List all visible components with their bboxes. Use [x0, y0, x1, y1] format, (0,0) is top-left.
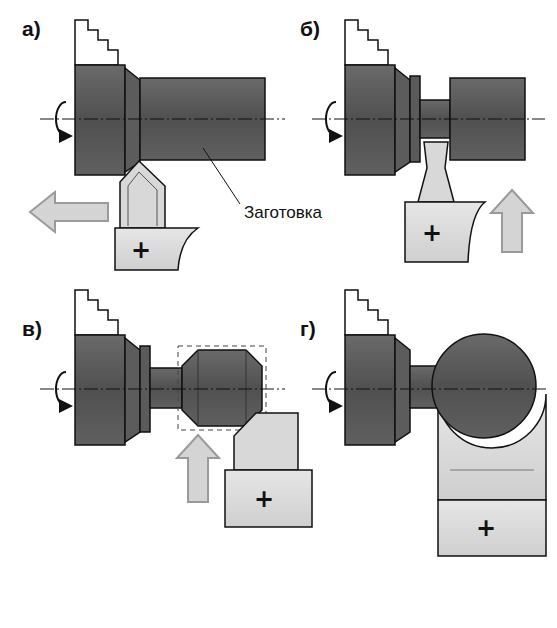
rotation-arrow [56, 372, 66, 406]
axis-line [312, 389, 548, 390]
workpiece [182, 350, 262, 426]
workpiece-neck [150, 368, 182, 408]
feed-arrow [30, 192, 108, 232]
lathe-chuck [345, 290, 410, 445]
panel-a [30, 20, 285, 270]
panel-letter: г) [300, 318, 316, 339]
cutting-tool [120, 161, 165, 228]
panel-c [40, 290, 312, 527]
panel-letter: б) [300, 18, 320, 39]
feed-arrow [491, 190, 533, 252]
plus-mark: + [131, 238, 151, 262]
lathe-chuck [345, 20, 410, 175]
tool-post [115, 228, 198, 270]
axis-line [40, 389, 285, 390]
part-label: Заготовка [242, 203, 324, 222]
axis-line [312, 119, 545, 120]
feed-arrow [177, 435, 219, 502]
plus-mark: + [422, 221, 442, 245]
rotation-arrow [326, 372, 336, 406]
plus-mark: + [254, 487, 274, 511]
tool-post [438, 500, 546, 556]
rotation-arrow [326, 102, 336, 136]
axis-line [40, 119, 285, 120]
panel-letter: в) [22, 318, 42, 339]
rotation-arrow [56, 102, 66, 136]
chamfer-tool [234, 413, 298, 470]
parting-tool [418, 142, 454, 202]
workpiece-sphere [432, 334, 536, 438]
plus-mark: + [476, 516, 496, 540]
tool-post [225, 470, 312, 527]
panel-b [312, 20, 545, 262]
leader-line [203, 148, 240, 204]
lathe-chuck [75, 20, 140, 175]
panel-letter: а) [22, 18, 41, 39]
panel-d [312, 290, 548, 556]
tool-post [405, 202, 485, 262]
lathe-chuck [75, 290, 140, 445]
